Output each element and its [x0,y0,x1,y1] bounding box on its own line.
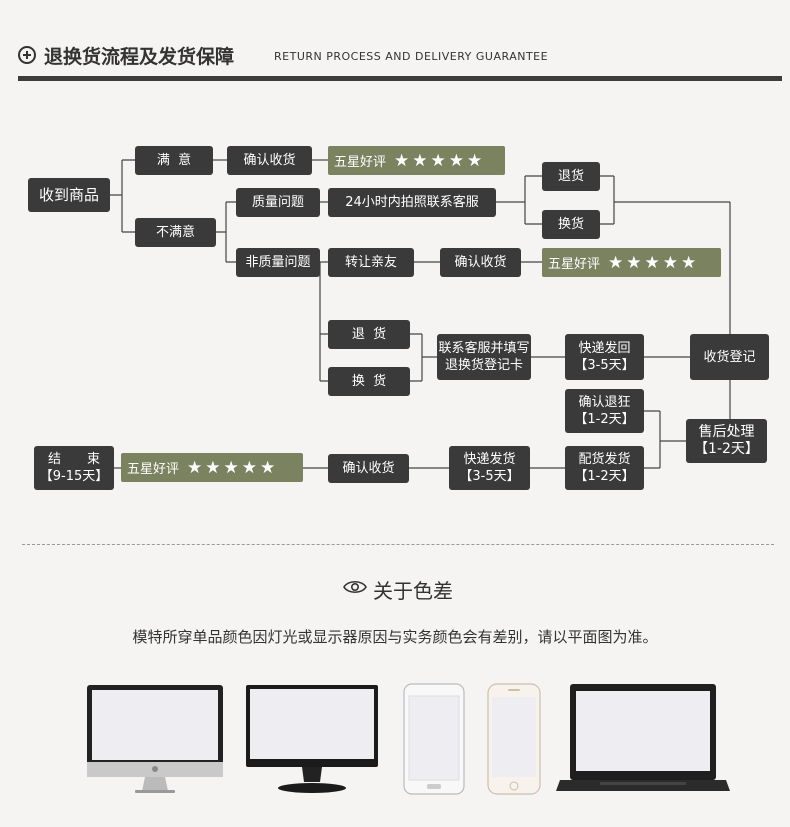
receive-goods-box: 收到商品 [28,178,110,212]
after-sale-box: 售后处理【1-2天】 [686,419,767,463]
end-box: 结 束【9-15天】 [34,446,114,490]
five-star-review-1: 五星好评★★★★★ [328,146,505,175]
express-back-box: 快递发回【3-5天】 [565,334,644,380]
prepare-ship-box: 配货发货【1-2天】 [565,446,644,490]
confirm-receipt-box-3: 确认收货 [328,454,409,483]
exchange-box-1: 换货 [542,210,600,239]
eye-icon [343,580,367,594]
contact-service-box: 联系客服并填写退换货登记卡 [437,334,531,380]
color-diff-note: 模特所穿单品颜色因灯光或显示器原因与实务颜色会有差别，请以平面图为准。 [132,628,658,646]
express-ship-box: 快递发货【3-5天】 [449,446,530,490]
phone-white-icon [403,683,465,795]
service-24h-box: 24小时内拍照联系客服 [328,188,496,217]
unsatisfied-box: 不满意 [135,218,216,247]
star-rating-icon: ★★★★★ [394,150,486,171]
non-quality-issue-box: 非质量问题 [236,248,320,277]
header-divider [18,76,782,81]
section-subtitle: RETURN PROCESS AND DELIVERY GUARANTEE [274,50,549,63]
color-diff-title: 关于色差 [373,579,453,603]
quality-issue-box: 质量问题 [236,188,320,217]
section-divider [22,544,774,545]
return-box-2: 退 货 [328,320,410,349]
five-star-review-2: 五星好评★★★★★ [542,248,721,277]
star-rating-icon: ★★★★★ [187,457,279,478]
five-star-review-3: 五星好评★★★★★ [121,453,303,482]
laptop-icon [556,684,730,791]
satisfied-box: 满 意 [135,146,213,175]
monitor-icon [246,685,378,793]
return-box-1: 退货 [542,162,600,191]
confirm-receipt-box-2: 确认收货 [440,248,521,277]
imac-icon [87,685,223,793]
receipt-register-box: 收货登记 [690,334,769,380]
star-rating-icon: ★★★★★ [608,252,700,273]
transfer-friend-box: 转让亲友 [328,248,414,277]
phone-gold-icon [487,683,541,795]
exchange-box-2: 换 货 [328,367,410,396]
confirm-receipt-box-1: 确认收货 [227,146,312,175]
plus-circle-icon [18,46,36,64]
section-title: 退换货流程及发货保障 [44,46,235,68]
confirm-refund-box: 确认退狂【1-2天】 [565,389,644,433]
